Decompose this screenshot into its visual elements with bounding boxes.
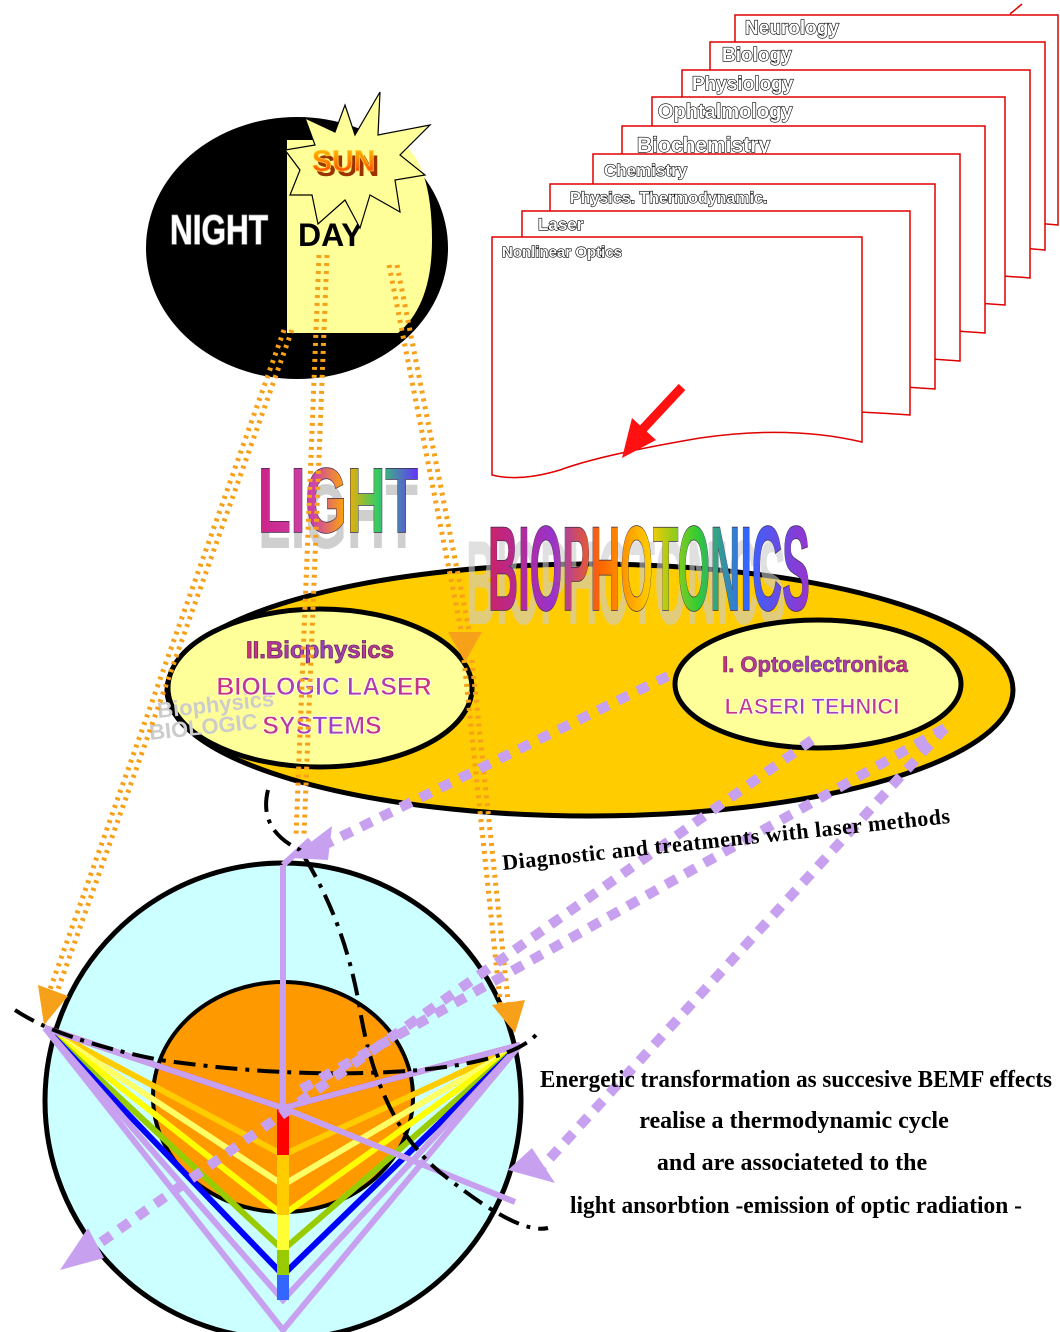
biophotonics-title-text: BIOPHOTONICS bbox=[488, 502, 810, 636]
card-label-nonlinear-optics: Nonlinear Optics bbox=[502, 244, 622, 261]
dashdot-orbit bbox=[13, 789, 549, 1231]
biophysics-ellipse: Biophysics BIOLOGIC II.Biophysics BIOLOG… bbox=[148, 606, 475, 770]
light-title-text: LIGHT bbox=[258, 450, 418, 552]
biophotonics-title-shadow: BIOPHOTONICS bbox=[466, 516, 786, 650]
energetic-line-3: and are associateted to the bbox=[657, 1150, 928, 1176]
biophysics-heading: II.Biophysics bbox=[246, 637, 394, 664]
spectrum-bands bbox=[42, 1025, 523, 1305]
lilac-emission-rays bbox=[87, 671, 949, 1255]
optoelectronica-line-1: LASERI TEHNICI bbox=[725, 694, 900, 719]
lilac-arrowheads bbox=[60, 826, 555, 1270]
biophysics-line-2: SYSTEMS bbox=[262, 712, 381, 740]
red-arrow-icon bbox=[622, 383, 686, 458]
arrowhead-right bbox=[492, 1000, 525, 1033]
sun-label-shadow: SUN bbox=[316, 150, 379, 183]
lilac-solid-lines bbox=[42, 837, 523, 1332]
card-label-physics: Physics. Thermodynamic. bbox=[570, 190, 767, 207]
optoelectronica-ellipse: I. Optoelectronica LASERI TEHNICI bbox=[672, 617, 964, 751]
arrowhead-middle bbox=[448, 632, 482, 662]
day-label: DAY bbox=[298, 217, 363, 253]
biophotonics-title: BIOPHOTONICS BIOPHOTONICS bbox=[466, 501, 811, 650]
card-nonlinear-optics: Nonlinear Optics bbox=[491, 236, 863, 479]
card-label-biology: Biology bbox=[722, 45, 792, 66]
optoelectronica-heading: I. Optoelectronica bbox=[722, 652, 909, 677]
card-label-physiology: Physiology bbox=[692, 74, 794, 95]
night-label: NIGHT bbox=[170, 206, 268, 253]
night-day-circle: NIGHT DAY SUN SUN bbox=[146, 91, 448, 379]
energetic-line-1: Energetic transformation as succesive BE… bbox=[540, 1067, 1052, 1093]
biophysics-line-1: BIOLOGIC LASER bbox=[216, 673, 431, 701]
energetic-line-4: light ansorbtion -emission of optic radi… bbox=[570, 1193, 1022, 1219]
card-label-ophtalmology: Ophtalmology bbox=[658, 101, 793, 123]
orange-light-rays bbox=[45, 254, 512, 1011]
lilac-arrowhead-top bbox=[290, 826, 332, 860]
orange-arrowheads bbox=[38, 632, 525, 1033]
card-label-neurology: Neurology bbox=[745, 18, 839, 39]
discipline-cards: Neurology Biology Physiology Ophtalmolog… bbox=[491, 3, 1059, 479]
lilac-arrowhead-right bbox=[508, 1148, 555, 1183]
arrowhead-left bbox=[38, 985, 68, 1025]
lilac-arrowhead-bottom-left bbox=[60, 1228, 104, 1270]
card-label-chemistry: Chemistry bbox=[604, 161, 688, 180]
absorption-sphere bbox=[13, 789, 549, 1332]
sun-icon: SUN SUN bbox=[283, 91, 432, 230]
sun-label: SUN bbox=[312, 145, 375, 178]
light-title-shadow: LIGHT bbox=[258, 466, 418, 568]
energetic-line-2: realise a thermodynamic cycle bbox=[639, 1108, 949, 1134]
light-title: LIGHT LIGHT bbox=[257, 449, 419, 568]
energetic-caption: Energetic transformation as succesive BE… bbox=[540, 1067, 1052, 1219]
card-label-laser: Laser bbox=[538, 215, 584, 234]
